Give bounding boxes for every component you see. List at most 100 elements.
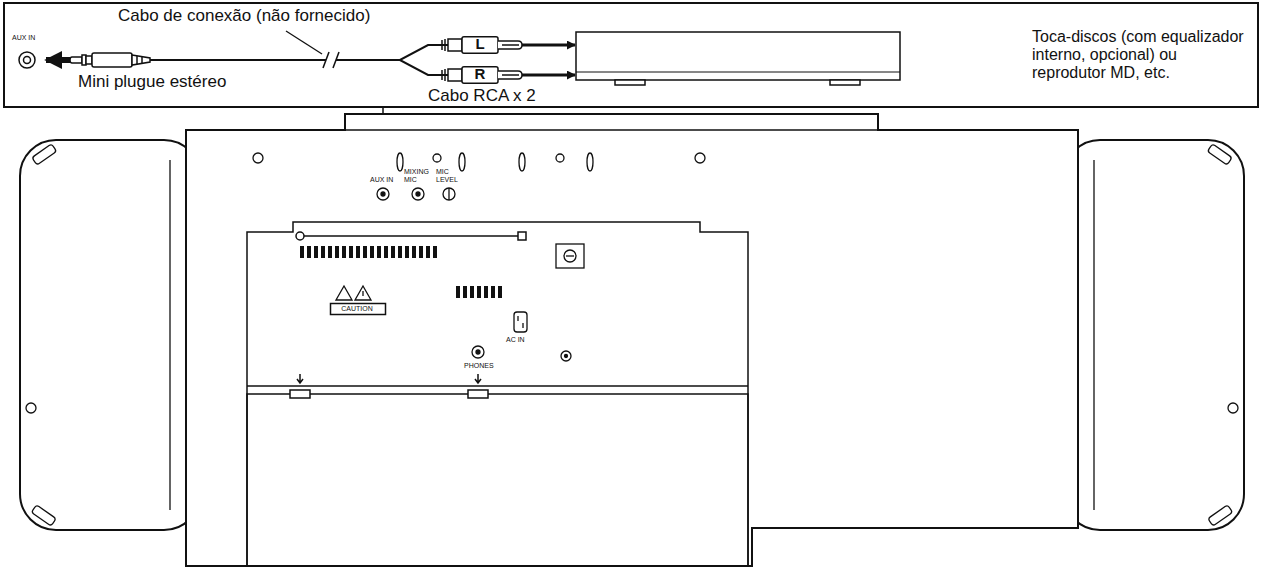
vent-part [349, 246, 353, 258]
rca-plug-outline-part-part [462, 67, 498, 84]
jack-label: AUX IN [370, 176, 393, 184]
turntable-unit-outline-part-part [576, 72, 900, 73]
cable-break-part [323, 52, 329, 68]
node-text: R [462, 66, 498, 83]
vent-part [484, 286, 488, 298]
cap-detail-part [31, 505, 56, 526]
jack-socket-outline-part-part [19, 52, 35, 68]
jack [377, 188, 455, 200]
warning-box-outline-part-part [331, 304, 386, 315]
battery-door-part [247, 394, 748, 566]
jack-part [416, 192, 420, 196]
jack-socket: AUX IN [12, 34, 46, 70]
battery-door-part [290, 390, 310, 398]
jack [472, 346, 571, 361]
rca-plug-outline-part-part [441, 40, 443, 50]
vent-part [314, 246, 318, 258]
housing-detail [253, 130, 878, 171]
jack-part [472, 346, 484, 358]
rca-plug-outline-part-part [438, 44, 448, 46]
antenna [296, 232, 526, 240]
jack-part [561, 351, 571, 361]
housing-detail-part [345, 129, 878, 130]
voltage-selector-part [564, 250, 576, 262]
vent-part [363, 246, 367, 258]
rca-plug-outline-part-part [502, 74, 519, 76]
jack-part [381, 192, 385, 196]
inlet-label: AC IN [506, 336, 525, 344]
cap-detail-part [1207, 144, 1232, 165]
turntable-unit-outline-part-part [576, 32, 900, 80]
insert-arrow [46, 57, 70, 63]
mini-plug-outline-part-part [86, 56, 92, 64]
battery-door-part [297, 374, 303, 383]
vent-part [498, 286, 502, 298]
vent-part [384, 246, 388, 258]
housing-detail-part [253, 153, 263, 163]
housing-detail-part [587, 153, 593, 171]
mini-plug-outline-part-part [141, 57, 143, 63]
housing-detail-part [519, 153, 525, 171]
warning-symbol-part [336, 286, 352, 300]
rca-plug-outline-part-part [498, 41, 522, 49]
end-cap [1064, 140, 1244, 530]
cap-detail-part [1208, 505, 1233, 526]
jack-label: PHONES [464, 362, 494, 370]
vent-part [433, 246, 437, 258]
rca-plug-outline-part-part [502, 44, 519, 46]
mini-plug-outline-part-part [132, 55, 150, 65]
vent-part [426, 246, 430, 258]
housing [186, 114, 1078, 566]
vent-part [370, 246, 374, 258]
cap-detail-part [169, 160, 170, 510]
ac-inlet-part [522, 323, 523, 328]
antenna-part [304, 235, 518, 237]
node-text: Toca-discos (com equalizador interno, op… [1032, 28, 1251, 82]
jack-label: MIXING MIC [404, 168, 432, 184]
node-text: L [462, 36, 498, 53]
housing-detail-part [397, 153, 403, 171]
cable-label: Cabo de conexão (não fornecido) [118, 6, 370, 25]
rca-plug-outline-part-part [462, 37, 498, 54]
jack-part [377, 188, 389, 200]
label-layer: Cabo de conexão (não fornecido)Cabo RCA … [0, 0, 252, 19]
battery-door [247, 374, 748, 566]
battery-door-part [468, 390, 488, 398]
node-text: AUX IN [12, 34, 35, 42]
rca-plug-outline-part [438, 37, 522, 54]
voltage-selector-part [556, 244, 584, 268]
mini-plug-outline-part-part [70, 57, 82, 63]
vent-part [398, 246, 402, 258]
ac-inlet-part [514, 312, 527, 332]
vent-part [307, 246, 311, 258]
vent-part [377, 246, 381, 258]
mini-plug-outline-part [70, 53, 235, 67]
vent-part [477, 286, 481, 298]
voltage-selector-part [566, 255, 574, 256]
jack-part [448, 188, 449, 200]
cap-detail-part [1093, 160, 1094, 510]
cable [235, 60, 438, 75]
vent-part [456, 286, 460, 298]
turntable-unit-outline-part-part [830, 80, 860, 85]
rca-plug-outline-part-part [444, 39, 446, 51]
end-cap [20, 140, 200, 530]
connect-arrow [522, 74, 575, 77]
cap-detail-part [32, 144, 57, 165]
vent-part [300, 246, 304, 258]
vent-part [321, 246, 325, 258]
jack-label: MIC LEVEL [436, 168, 464, 184]
rca-plug: R [438, 66, 522, 85]
rca-plug-outline-part-part [448, 69, 462, 81]
mini-plug: Mini plugue estéreo [70, 52, 235, 94]
cable-break-part [333, 52, 339, 68]
ac-inlet [514, 312, 527, 332]
rca-plug-outline-part-part [448, 39, 462, 51]
turntable-unit-outline-part-part [615, 80, 645, 85]
mini-plug-outline-part-part [136, 56, 138, 64]
warning-symbol [336, 286, 371, 300]
battery-door-part [475, 374, 481, 383]
vent-part [491, 286, 495, 298]
vent-part [470, 286, 474, 298]
vent-part [356, 246, 360, 258]
